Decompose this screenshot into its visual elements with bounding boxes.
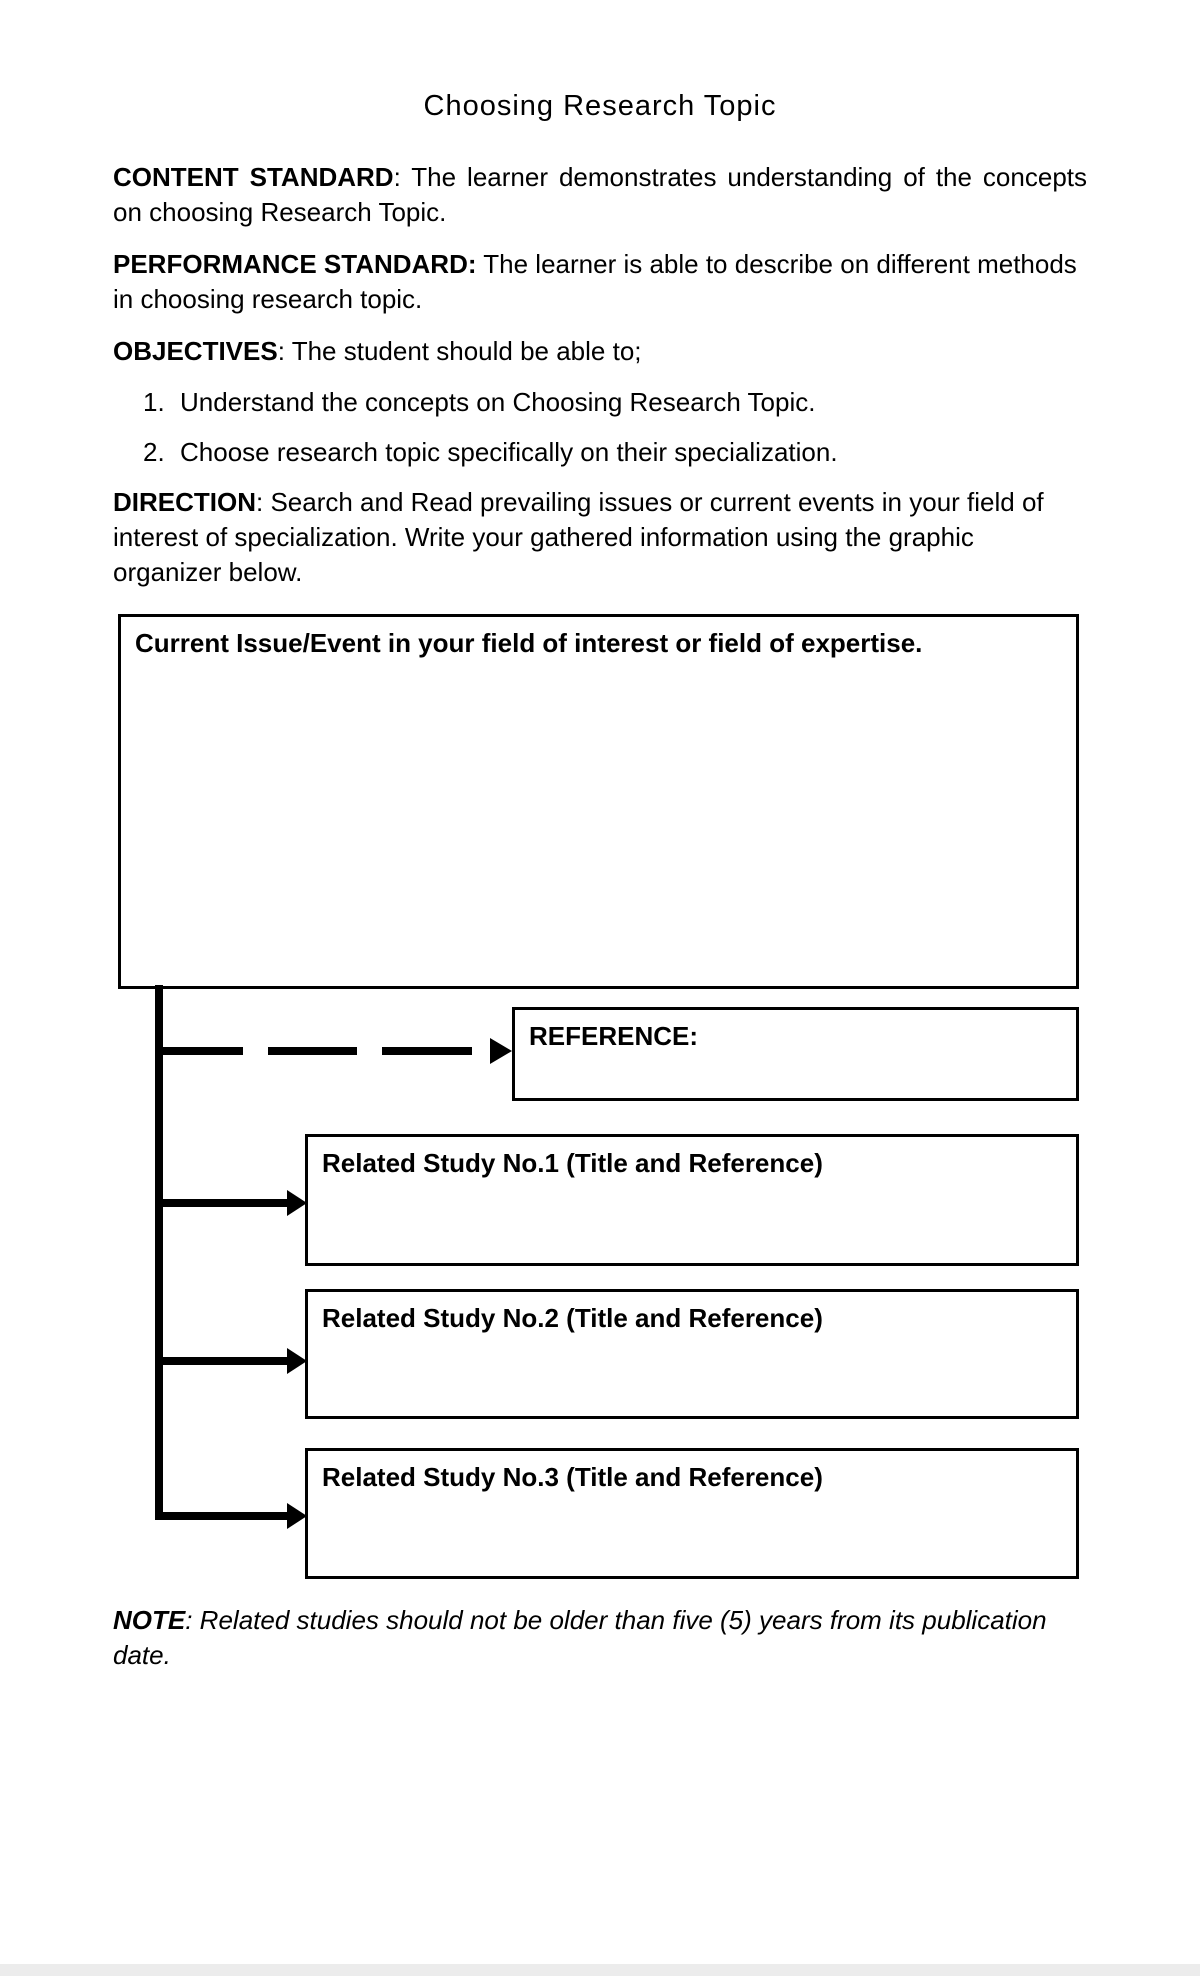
graphic-organizer: Current Issue/Event in your field of int… (113, 614, 1087, 1579)
related-study-2-label: Related Study No.2 (Title and Reference) (322, 1303, 823, 1333)
objective-number-1: 1. (143, 387, 165, 417)
content-standard-paragraph: CONTENT STANDARD: The learner demonstrat… (113, 160, 1087, 230)
direction-text: : Search and Read prevailing issues or c… (113, 487, 1044, 587)
related-study-3-label: Related Study No.3 (Title and Reference) (322, 1462, 823, 1492)
arrowhead-icon (490, 1038, 512, 1064)
content-standard-text: : The learner demonstrates understanding… (113, 162, 1087, 227)
objective-text-2: Choose research topic specifically on th… (180, 437, 838, 467)
content-standard-label: CONTENT STANDARD (113, 162, 394, 192)
page-title: Choosing Research Topic (423, 90, 777, 122)
dashed-arrow-segment (155, 1047, 243, 1055)
reference-box-label: REFERENCE: (529, 1021, 699, 1051)
arrowhead-icon (287, 1190, 307, 1216)
dashed-arrow-segment (268, 1047, 357, 1055)
performance-standard-label: PERFORMANCE STANDARD: (113, 249, 477, 279)
objectives-text: : The student should be able to; (277, 336, 642, 366)
related-study-1-label: Related Study No.1 (Title and Reference) (322, 1148, 823, 1178)
objective-text-1: Understand the concepts on Choosing Rese… (180, 387, 816, 417)
direction-paragraph: DIRECTION: Search and Read prevailing is… (113, 485, 1087, 590)
arrow-to-study-1 (155, 1199, 287, 1207)
arrow-to-study-3 (155, 1512, 287, 1520)
arrow-to-study-2 (155, 1357, 287, 1365)
objective-item-2: 2. Choose research topic specifically on… (143, 435, 1087, 470)
objectives-label: OBJECTIVES (113, 336, 278, 366)
connector-trunk-line (155, 985, 163, 1520)
current-issue-box-label: Current Issue/Event in your field of int… (135, 628, 923, 658)
related-study-box-3: Related Study No.3 (Title and Reference) (305, 1448, 1079, 1579)
page-bottom-edge (0, 1964, 1200, 1976)
current-issue-box: Current Issue/Event in your field of int… (118, 614, 1079, 989)
objectives-paragraph: OBJECTIVES: The student should be able t… (113, 334, 1087, 369)
arrowhead-icon (287, 1503, 307, 1529)
objective-number-2: 2. (143, 437, 165, 467)
performance-standard-text: The learner is able to describe on diffe… (113, 249, 1077, 314)
objective-item-1: 1. Understand the concepts on Choosing R… (143, 385, 1087, 420)
arrowhead-icon (287, 1348, 307, 1374)
objectives-list: 1. Understand the concepts on Choosing R… (113, 385, 1087, 470)
note-label: NOTE (113, 1605, 186, 1635)
performance-standard-paragraph: PERFORMANCE STANDARD: The learner is abl… (113, 247, 1087, 317)
reference-box: REFERENCE: (512, 1007, 1079, 1101)
note-text: : Related studies should not be older th… (113, 1605, 1047, 1670)
dashed-arrow-segment (382, 1047, 472, 1055)
document-content: Choosing Research Topic CONTENT STANDARD… (113, 90, 1087, 1673)
related-study-box-1: Related Study No.1 (Title and Reference) (305, 1134, 1079, 1266)
direction-label: DIRECTION (113, 487, 256, 517)
note-paragraph: NOTE: Related studies should not be olde… (113, 1603, 1087, 1673)
related-study-box-2: Related Study No.2 (Title and Reference) (305, 1289, 1079, 1419)
